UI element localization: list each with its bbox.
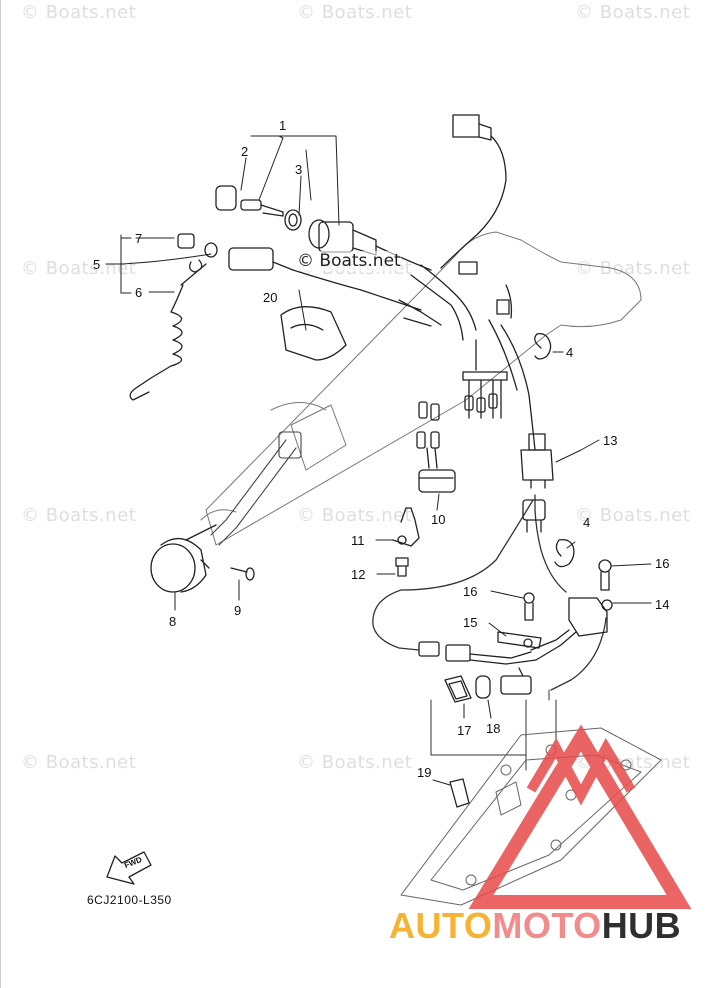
brand-part-hub: HUB xyxy=(601,905,682,946)
lower-connectors xyxy=(418,629,577,695)
callout-9: 9 xyxy=(234,603,242,618)
decal-19 xyxy=(449,778,470,808)
watermark: © Boats.net xyxy=(21,505,137,526)
callout-4-upper: 4 xyxy=(566,345,574,360)
bracket-and-screw xyxy=(392,507,420,577)
callout-12: 12 xyxy=(351,567,366,582)
fwd-arrow xyxy=(106,851,152,885)
leader-lines xyxy=(105,135,652,786)
callout-8: 8 xyxy=(169,614,177,629)
automotohub-logo xyxy=(468,724,692,909)
callout-19: 19 xyxy=(417,765,432,780)
watermark: © Boats.net xyxy=(297,2,413,23)
brand-part-auto: AUTO xyxy=(389,905,493,946)
callout-5: 5 xyxy=(93,257,101,272)
callout-17: 17 xyxy=(457,723,472,738)
automotohub-wordmark: AUTOMOTOHUB xyxy=(389,905,681,947)
switch-8 xyxy=(150,524,217,593)
callout-15: 15 xyxy=(463,615,478,630)
screw-9 xyxy=(230,567,255,581)
tube-harness xyxy=(210,431,302,546)
junction-connectors xyxy=(462,339,508,419)
lanyard xyxy=(129,259,207,401)
connector-13 xyxy=(520,433,554,489)
cable-loop xyxy=(372,494,607,691)
watermark: © Boats.net xyxy=(575,2,691,23)
watermark: © Boats.net xyxy=(21,258,137,279)
watermark: © Boats.net xyxy=(575,258,691,279)
callout-1: 1 xyxy=(279,118,287,133)
callout-2: 2 xyxy=(241,144,249,159)
screw-16-right xyxy=(598,559,612,591)
top-connector xyxy=(440,114,507,269)
stop-switch xyxy=(177,233,422,311)
sensor-14 xyxy=(522,499,613,637)
watermark: © Boats.net xyxy=(21,752,137,773)
inline-watermark: © Boats.net xyxy=(297,251,401,271)
callout-20: 20 xyxy=(263,290,278,305)
diagram-code: 6CJ2100-L350 xyxy=(87,893,172,907)
callout-11: 11 xyxy=(351,533,365,548)
callout-18: 18 xyxy=(486,721,501,736)
buzzer xyxy=(418,469,456,493)
steering-handle-outline xyxy=(200,231,642,546)
callout-16-right: 16 xyxy=(655,556,670,571)
callout-16-left: 16 xyxy=(463,584,478,599)
callout-6: 6 xyxy=(135,285,143,300)
callout-4-lower: 4 xyxy=(583,515,591,530)
holder-15 xyxy=(497,631,542,649)
callout-14: 14 xyxy=(655,597,670,612)
watermark: © Boats.net xyxy=(575,505,691,526)
callout-10: 10 xyxy=(431,512,446,527)
brand-part-moto: MOTO xyxy=(492,905,602,946)
grip-cover xyxy=(280,306,347,361)
callout-13: 13 xyxy=(603,433,618,448)
watermark: © Boats.net xyxy=(297,505,413,526)
screw-16-left xyxy=(523,592,535,621)
small-connectors xyxy=(416,401,440,469)
callout-7: 7 xyxy=(135,231,143,246)
wire-harness xyxy=(398,261,536,451)
clamp-lower xyxy=(554,538,575,568)
callout-3: 3 xyxy=(295,162,303,177)
grommets xyxy=(444,675,491,703)
watermark: © Boats.net xyxy=(21,2,137,23)
watermark: © Boats.net xyxy=(297,752,413,773)
clamp-upper xyxy=(534,332,552,360)
